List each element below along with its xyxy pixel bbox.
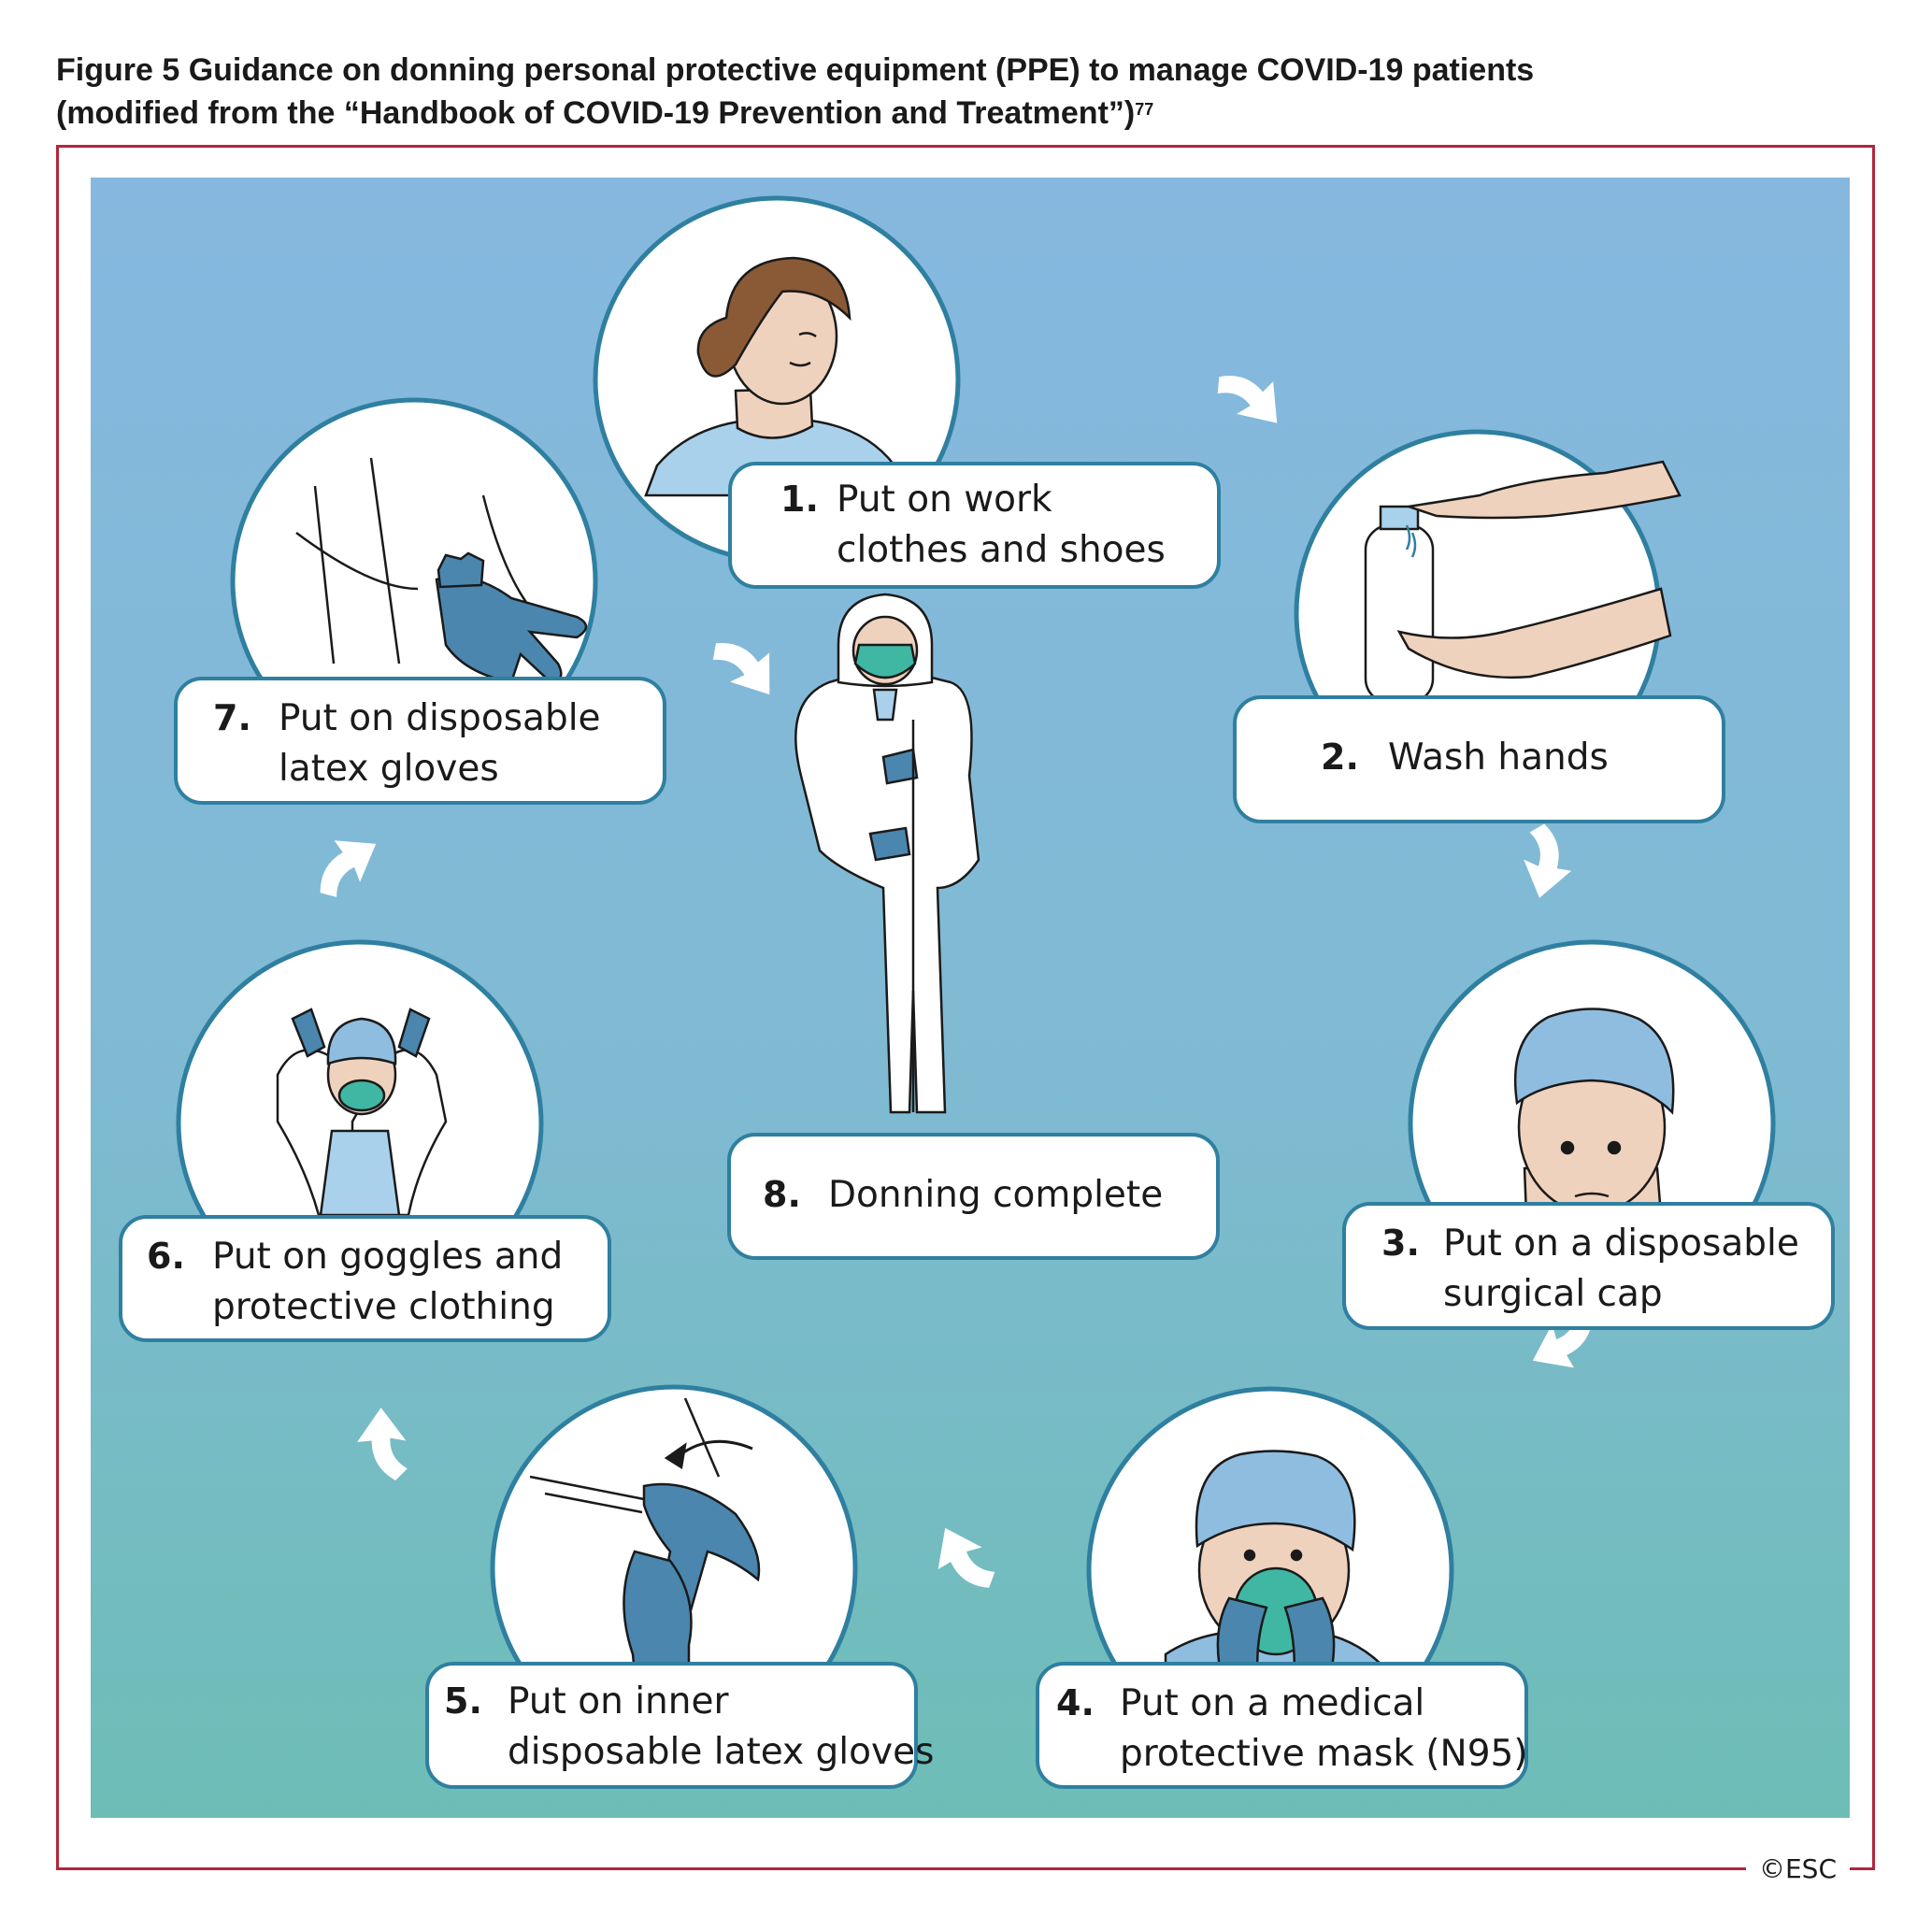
surgical-cap-illustration bbox=[1513, 1008, 1675, 1217]
arrow-2-to-3 bbox=[1509, 822, 1578, 898]
step-6-label: Put on goggles and protective clothing bbox=[212, 1236, 564, 1328]
step-4-box: 4. Put on a medical protective mask (N95… bbox=[1036, 1662, 1528, 1789]
goggles-gown-illustration bbox=[276, 1008, 448, 1217]
step-8-label: Donning complete bbox=[828, 1174, 1164, 1216]
step-7-box: 7. Put on disposable latex gloves bbox=[174, 677, 666, 805]
figure-title-line1: Figure 5 Guidance on donning personal pr… bbox=[56, 52, 1535, 88]
step-6-box: 6. Put on goggles and protective clothin… bbox=[119, 1215, 611, 1342]
step-8-box: 8. Donning complete bbox=[727, 1133, 1220, 1260]
step-2-box: 2. Wash hands bbox=[1233, 695, 1725, 823]
step-3-label: Put on a disposable surgical cap bbox=[1443, 1223, 1799, 1315]
figure-frame bbox=[56, 145, 1875, 1870]
arrow-1-to-2 bbox=[1215, 374, 1281, 423]
step-5-label: Put on inner disposable latex gloves bbox=[508, 1680, 935, 1773]
step-7-label: Put on disposable latex gloves bbox=[279, 697, 601, 790]
step-3-box: 3. Put on a disposable surgical cap bbox=[1342, 1202, 1835, 1330]
hand-wash-illustration bbox=[1364, 460, 1682, 705]
arrow-7-to-8 bbox=[708, 641, 778, 695]
step-5-number: 5. bbox=[444, 1680, 482, 1722]
step-2-number: 2. bbox=[1321, 736, 1359, 778]
arrow-5-to-6 bbox=[350, 1408, 425, 1482]
step-5-box: 5. Put on inner disposable latex gloves bbox=[425, 1662, 934, 1789]
work-clothes-illustration bbox=[644, 256, 906, 497]
arrow-4-to-5 bbox=[930, 1527, 1004, 1590]
step-1-number: 1. bbox=[780, 479, 819, 520]
full-ppe-figure bbox=[794, 593, 980, 1114]
figure-title: Figure 5 Guidance on donning personal pr… bbox=[56, 49, 1832, 135]
reference-superscript: 77 bbox=[1135, 100, 1154, 119]
figure-title-line2: (modified from the “Handbook of COVID-19… bbox=[56, 95, 1154, 131]
outer-gloves-illustration bbox=[295, 457, 588, 684]
step-7-number: 7. bbox=[213, 697, 251, 738]
diagram-panel: 1. Put on work clothes and shoes 2. Wash… bbox=[91, 178, 1850, 1818]
step-6-number: 6. bbox=[147, 1236, 185, 1277]
step-4-number: 4. bbox=[1056, 1682, 1095, 1723]
copyright-notice: ©ESC bbox=[1745, 1851, 1850, 1888]
arrow-6-to-7 bbox=[318, 832, 377, 904]
step-8-number: 8. bbox=[763, 1174, 801, 1215]
diagram-artwork bbox=[176, 195, 1776, 1754]
step-1-box: 1. Put on work clothes and shoes bbox=[728, 462, 1221, 589]
step-4-label: Put on a medical protective mask (N95) bbox=[1120, 1682, 1528, 1775]
step-1-label: Put on work clothes and shoes bbox=[837, 479, 1166, 571]
step-2-label: Wash hands bbox=[1388, 736, 1609, 779]
step-3-number: 3. bbox=[1381, 1223, 1420, 1264]
